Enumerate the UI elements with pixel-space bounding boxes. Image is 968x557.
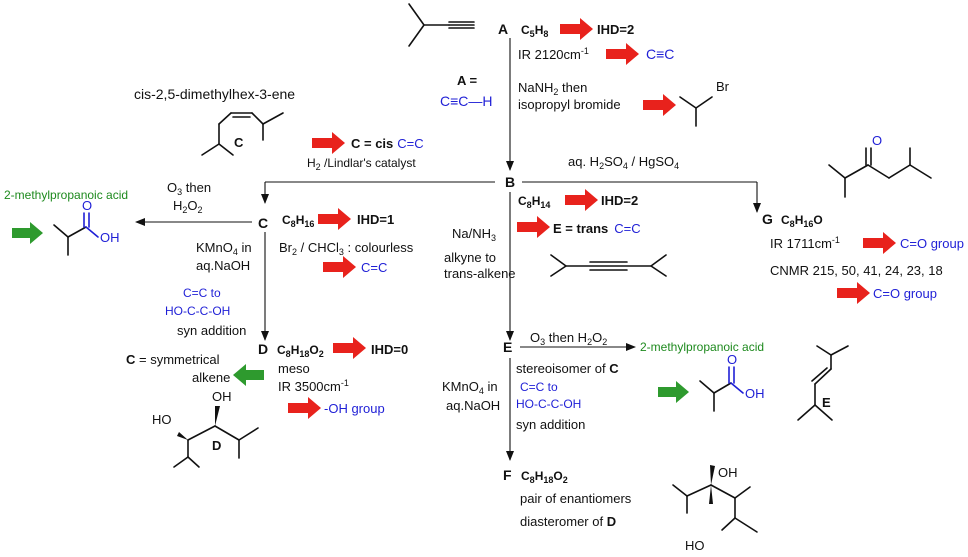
symmetrical-line1: C = symmetrical (126, 352, 220, 367)
formula-A: C5H8 (521, 23, 548, 39)
ir-D-result: -OH group (324, 401, 385, 416)
F-line1: pair of enantiomers (520, 491, 632, 506)
red-arrow-br2 (323, 256, 356, 278)
A-equals: A = (457, 73, 478, 88)
structure-C (201, 112, 284, 156)
birch-reagent: Na/NH3 (452, 226, 496, 243)
ihd-C: IHD=1 (357, 212, 394, 227)
ketone-O: O (872, 133, 882, 148)
cis-name: cis-2,5-dimethylhex-3-ene (134, 86, 295, 102)
formula-C: C8H16 (282, 213, 314, 229)
ozon-E: O3 then H2O2 (530, 330, 607, 347)
ir-A: IR 2120cm-1 (518, 46, 589, 62)
red-arrow-cnmr (837, 282, 870, 304)
D-HO: HO (152, 412, 172, 427)
ir-A-result: C≡C (646, 46, 674, 62)
acid-left-O: O (82, 198, 92, 213)
red-arrow-birch (517, 216, 550, 238)
label-A: A (498, 21, 508, 37)
ihd-B: IHD=2 (601, 193, 638, 208)
kmno4-E-line2: aq.NaOH (446, 398, 500, 413)
F-line2: diasteromer of D (520, 514, 616, 529)
kmno4-C-line3: syn addition (177, 323, 246, 338)
formula-F: C8H18O2 (521, 469, 568, 485)
structure-F (672, 465, 758, 533)
green-arrow-acid-left (12, 222, 43, 244)
structure-G (828, 147, 932, 198)
kmno4-C-line2: aq.NaOH (196, 258, 250, 273)
label-F: F (503, 467, 512, 483)
kmno4-C-blue1: C=C to (183, 286, 221, 300)
lindlar-reagent: H2 /Lindlar's catalyst (307, 156, 416, 172)
br2-reagent: Br2 / CHCl3 : colourless (279, 240, 414, 257)
cnmr-G: CNMR 215, 50, 41, 24, 23, 18 (770, 263, 943, 278)
F-HO: HO (685, 538, 705, 553)
br2-result: C=C (361, 260, 387, 275)
label-C: C (258, 215, 268, 231)
E-blue1: C=C to (520, 380, 558, 394)
green-arrow-acid-right (658, 381, 689, 403)
F-OH: OH (718, 465, 738, 480)
label-G: G (762, 211, 773, 227)
label-B: B (505, 174, 515, 190)
structure-D-label: D (212, 438, 221, 453)
formula-D: C8H18O2 (277, 343, 324, 359)
red-arrow-A-ihd (560, 18, 593, 40)
br-label: Br (716, 79, 730, 94)
structure-E (797, 345, 849, 421)
ozon-C-line2: H2O2 (173, 198, 203, 215)
E-blue2: HO-C-C-OH (516, 397, 581, 411)
red-arrow-G-ir (863, 232, 896, 254)
red-arrow-D-ihd (333, 337, 366, 359)
green-arrow-symmetrical (233, 364, 264, 386)
formula-G: C8H16O (781, 213, 823, 229)
stereoisomer-E: stereoisomer of C (516, 361, 619, 376)
ir-D: IR 3500cm-1 (278, 378, 349, 394)
symmetrical-line2: alkene (192, 370, 230, 385)
hydration-reagent: aq. H2SO4 / HgSO4 (568, 154, 679, 171)
birch-line3: trans-alkene (444, 266, 516, 281)
red-arrow-lindlar (312, 132, 345, 154)
label-D: D (258, 341, 268, 357)
E-syn: syn addition (516, 417, 585, 432)
label-E: E (503, 339, 512, 355)
ozon-C-line1: O3 then (167, 180, 211, 197)
reagent-nanh2: NaNH2 then (518, 80, 587, 97)
meso-label: meso (278, 361, 310, 376)
kmno4-C-line1: KMnO4 in (196, 240, 252, 257)
red-arrow-isopropyl (643, 94, 676, 116)
structure-alkyne-middle (550, 254, 667, 277)
structure-C-label: C (234, 135, 244, 150)
structure-D (173, 406, 259, 468)
acid-right-O: O (727, 352, 737, 367)
birch-line2: alkyne to (444, 250, 496, 265)
ihd-D: IHD=0 (371, 342, 408, 357)
kmno4-E-line1: KMnO4 in (442, 379, 498, 396)
structure-acid-left (53, 212, 99, 256)
acid-right-OH: OH (745, 386, 765, 401)
kmno4-C-blue2: HO-C-C-OH (165, 304, 230, 318)
structure-E-label: E (822, 395, 831, 410)
formula-B: C8H14 (518, 194, 550, 210)
acid-left-OH: OH (100, 230, 120, 245)
ir-G: IR 1711cm-1 (770, 235, 840, 251)
red-arrow-A-ir (606, 43, 639, 65)
red-arrow-D-ir (288, 397, 321, 419)
cnmr-G-result: C=O group (873, 286, 937, 301)
A-formula: C≡C—H (440, 93, 493, 109)
acid-name-right: 2-methylpropanoic acid (640, 340, 764, 354)
reagent-isopropyl: isopropyl bromide (518, 97, 621, 112)
acid-name-left: 2-methylpropanoic acid (4, 188, 128, 202)
red-arrow-B-ihd (565, 189, 598, 211)
red-arrow-C-ihd (318, 208, 351, 230)
D-OH: OH (212, 389, 232, 404)
structure-acid-right (699, 366, 744, 412)
structure-A (408, 3, 475, 47)
ihd-A: IHD=2 (597, 22, 634, 37)
ir-G-result: C=O group (900, 236, 964, 251)
structure-isopropyl-bromide (679, 96, 713, 127)
